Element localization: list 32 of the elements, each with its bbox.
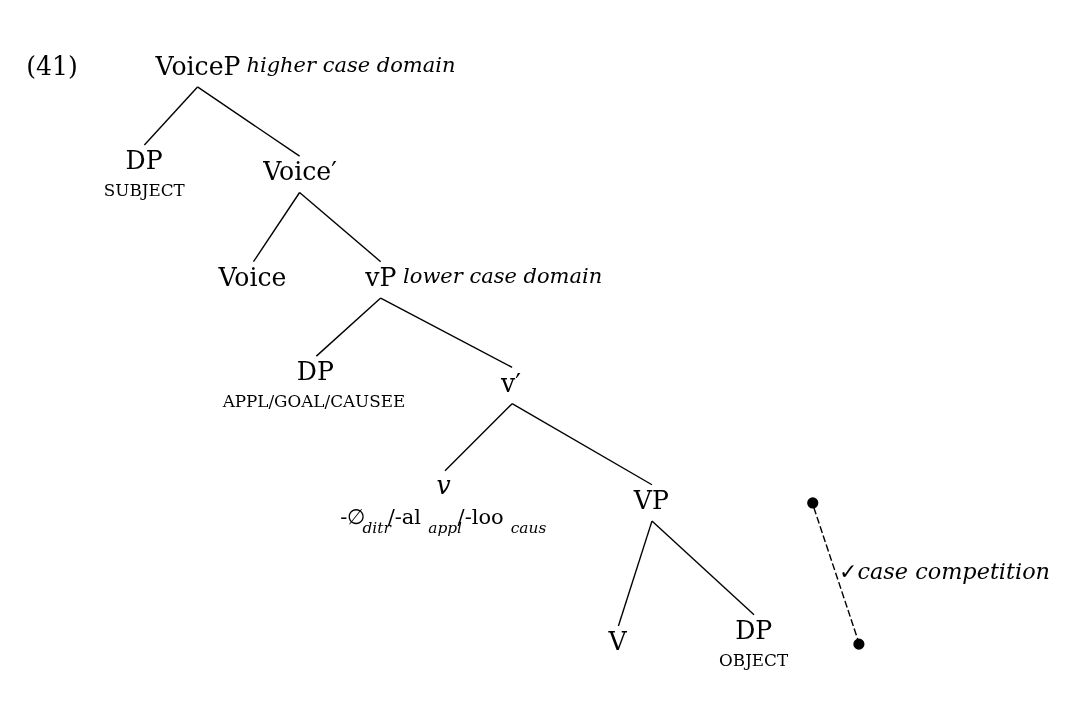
node-text: DP	[735, 615, 773, 645]
node-circle	[807, 496, 819, 508]
node-label: lower case domain	[403, 263, 603, 288]
node-label: APPL/GOAL/CAUSEE	[222, 390, 406, 411]
connector	[444, 402, 513, 471]
node-text: v	[436, 470, 451, 500]
connector	[617, 519, 653, 627]
label: (41)	[26, 51, 78, 81]
connector	[315, 296, 382, 357]
node-text: VP	[633, 485, 669, 515]
node-label: OBJECT	[719, 649, 789, 670]
node-label: -∅$_{ditr}$/-al$_{appl}$/-loo$_{caus}$	[340, 504, 547, 537]
connector	[143, 85, 199, 146]
node-text: VoiceP	[155, 51, 241, 81]
connector	[380, 296, 513, 368]
node-text: DP	[296, 356, 334, 386]
node-text: V	[608, 626, 627, 656]
edge-label: ✓case competition	[839, 557, 1051, 584]
connector	[511, 402, 653, 485]
node-text: Voice	[218, 262, 287, 292]
node-label: SUBJECT	[103, 179, 185, 200]
connector	[651, 519, 755, 615]
connector	[196, 85, 301, 157]
connector	[252, 191, 301, 262]
node-circle	[853, 638, 865, 650]
node-text: vP	[365, 262, 397, 292]
node-text: DP	[125, 145, 163, 175]
node-text: Voice′	[263, 156, 337, 186]
node-text: v′	[500, 368, 521, 398]
node-label: higher case domain	[246, 52, 456, 77]
connector	[298, 191, 382, 262]
connector	[813, 506, 859, 640]
